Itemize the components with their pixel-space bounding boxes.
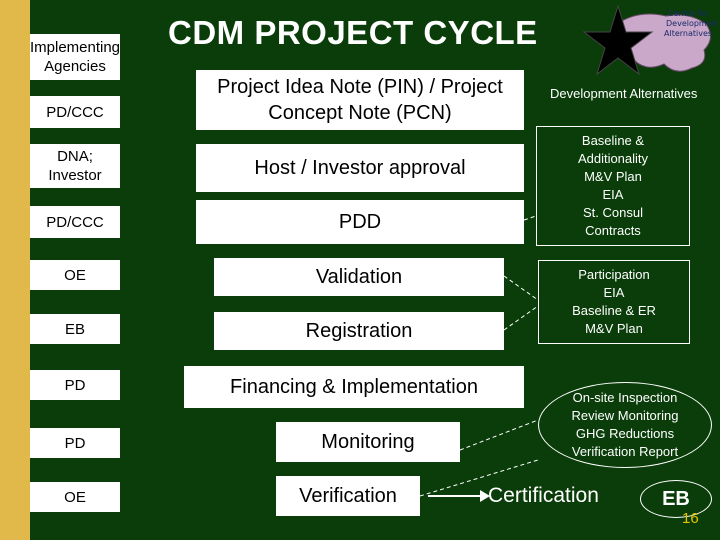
note-line: St. Consul	[583, 205, 643, 220]
note-line: Review Monitoring	[571, 408, 679, 423]
connector-validation	[503, 275, 539, 301]
step-monitoring: Monitoring	[276, 422, 460, 462]
note-line: Participation	[578, 267, 650, 282]
star-map-logo-icon: Centre for Development Alternatives	[582, 4, 718, 76]
logo-text: Centre for	[668, 9, 709, 18]
agency-validation: OE	[30, 260, 120, 290]
agency-pdd: PD/CCC	[30, 206, 120, 238]
note-line: On-site Inspection	[572, 390, 678, 405]
note-line: Additionality	[577, 151, 649, 166]
arrowhead	[480, 490, 490, 502]
note-line: Baseline &	[581, 133, 645, 148]
agency-monitoring: PD	[30, 428, 120, 458]
agency-registration: EB	[30, 314, 120, 344]
note-monitoring-inputs: On-site Inspection Review Monitoring GHG…	[538, 382, 712, 468]
note-validation-inputs: Participation EIA Baseline & ER M&V Plan	[538, 260, 690, 344]
note-line: Baseline & ER	[572, 303, 656, 318]
note-line: M&V Plan	[584, 169, 642, 184]
note-line: Contracts	[585, 223, 641, 238]
left-accent-bar	[0, 0, 30, 540]
connector-monitoring	[459, 419, 539, 451]
page-number: 16	[682, 510, 699, 527]
logo-text: Alternatives	[664, 29, 712, 38]
agency-approval: DNA; Investor	[30, 144, 120, 188]
agency-verification: OE	[30, 482, 120, 512]
final-agency-badge: EB	[640, 480, 712, 518]
connector-registration	[503, 305, 539, 331]
note-line: M&V Plan	[585, 321, 643, 336]
connector-pdd	[523, 215, 537, 221]
note-line: GHG Reductions	[575, 426, 675, 441]
agency-pin: PD/CCC	[30, 96, 120, 128]
step-pdd: PDD	[196, 200, 524, 244]
agency-financing: PD	[30, 370, 120, 400]
certification-label: Certification	[488, 484, 599, 507]
note-pdd-inputs: Baseline & Additionality M&V Plan EIA St…	[536, 126, 690, 246]
note-line: Verification Report	[571, 444, 679, 459]
step-registration: Registration	[214, 312, 504, 350]
note-development-alternatives: Development Alternatives	[550, 86, 698, 101]
note-line: EIA	[602, 187, 624, 202]
step-financing: Financing & Implementation	[184, 366, 524, 408]
note-line: EIA	[603, 285, 625, 300]
step-host-approval: Host / Investor approval	[196, 144, 524, 192]
logo-text: Development	[666, 19, 718, 28]
step-pin-pcn: Project Idea Note (PIN) / Project Concep…	[196, 70, 524, 130]
agencies-header: Implementing Agencies	[30, 34, 120, 80]
step-verification: Verification	[276, 476, 420, 516]
page-title: CDM PROJECT CYCLE	[168, 14, 538, 51]
step-validation: Validation	[214, 258, 504, 296]
